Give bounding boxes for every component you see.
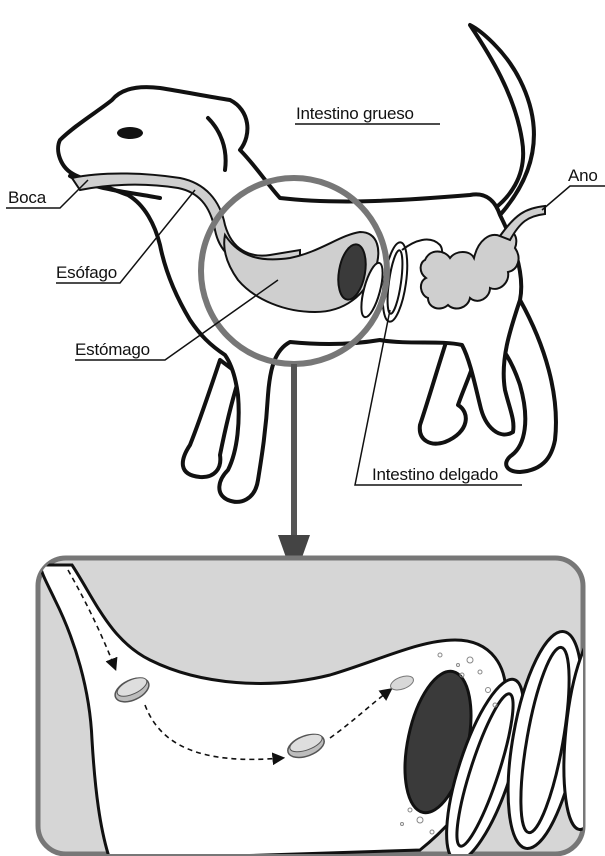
label-intestino-grueso: Intestino grueso: [296, 104, 414, 123]
label-intestino-delgado: Intestino delgado: [372, 465, 498, 484]
label-boca: Boca: [8, 188, 47, 207]
dog-tail: [470, 25, 534, 215]
rectum: [500, 206, 545, 240]
dog-eye: [117, 127, 143, 139]
label-ano: Ano: [568, 166, 598, 185]
label-esofago: Esófago: [56, 263, 117, 282]
zoom-panel: [38, 558, 605, 856]
label-estomago: Estómago: [75, 340, 150, 359]
leader-ano: [542, 186, 605, 210]
